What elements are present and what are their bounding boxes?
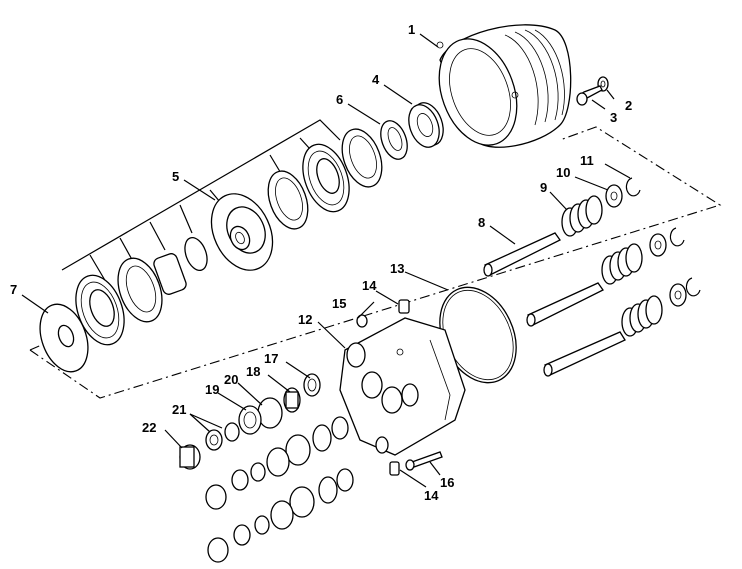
- part-spring-middle: [601, 243, 643, 285]
- part-needle-bearing-right: [302, 143, 350, 213]
- part-14-set-screw-top: [398, 299, 410, 314]
- part-washer-c: [341, 128, 383, 188]
- part-clip-middle: [669, 227, 685, 247]
- callout-2: 2: [625, 98, 632, 113]
- part-16-bolt: [405, 451, 443, 471]
- part-5-cam-plate: [210, 193, 274, 271]
- part-piston-bottom: [543, 331, 626, 377]
- callout-20: 20: [224, 372, 238, 387]
- callout-1: 1: [408, 22, 415, 37]
- part-washer-b: [267, 170, 309, 230]
- callout-14-top: 14: [362, 278, 377, 293]
- callout-12: 12: [298, 312, 312, 327]
- part-18-valve-top: [283, 387, 301, 413]
- part-14-set-screw-bottom: [389, 461, 400, 476]
- callout-13: 13: [390, 261, 404, 276]
- callout-4: 4: [372, 72, 380, 87]
- part-7-thrust-washer: [39, 303, 89, 373]
- callout-3: 3: [610, 110, 617, 125]
- part-3-bolt: [576, 85, 603, 106]
- part-8-piston-top: [483, 232, 561, 277]
- part-20-o-ring-top: [257, 397, 283, 429]
- callout-22: 22: [142, 420, 156, 435]
- part-needle-bearing-left: [75, 274, 125, 346]
- part-6-ring: [380, 120, 408, 160]
- callout-16: 16: [440, 475, 454, 490]
- part-9-spring-top: [561, 195, 603, 237]
- part-retainer-middle: [649, 233, 667, 257]
- part-21-o-ring-top: [224, 422, 240, 442]
- part-spring-bottom: [621, 295, 663, 337]
- callout-11: 11: [580, 153, 594, 168]
- part-10-retainer-top: [605, 184, 623, 208]
- valve-stack-middle: [205, 416, 349, 510]
- part-clip-bottom: [685, 277, 701, 297]
- callout-8: 8: [478, 215, 485, 230]
- callout-10: 10: [556, 165, 570, 180]
- callout-15: 15: [332, 296, 346, 311]
- callout-17: 17: [264, 351, 278, 366]
- bracket-group-5: [61, 119, 341, 271]
- part-4-oil-seal: [408, 102, 444, 148]
- part-1-housing: [436, 24, 572, 148]
- callout-14-bottom: 14: [424, 488, 439, 503]
- assembly-outline: [29, 126, 722, 399]
- part-spacer: [184, 237, 208, 271]
- callout-9: 9: [540, 180, 547, 195]
- part-needle-cage: [153, 253, 187, 295]
- part-retainer-bottom: [669, 283, 687, 307]
- part-17-seal-top: [303, 373, 321, 397]
- part-21-seal-top: [205, 429, 223, 451]
- part-11-clip-top: [625, 177, 641, 197]
- valve-stack-bottom: [207, 468, 354, 563]
- part-washer-a: [117, 257, 163, 323]
- callout-19: 19: [205, 382, 219, 397]
- callout-6: 6: [336, 92, 343, 107]
- part-15-plug: [356, 314, 368, 328]
- part-22-plug-top: [179, 444, 201, 470]
- part-19-valve-seat-top: [238, 405, 262, 435]
- callout-5: 5: [172, 169, 179, 184]
- callout-21: 21: [172, 402, 186, 417]
- callout-18: 18: [246, 364, 260, 379]
- callout-7: 7: [10, 282, 17, 297]
- part-12-manifold-head: [339, 317, 466, 456]
- part-piston-middle: [526, 282, 604, 327]
